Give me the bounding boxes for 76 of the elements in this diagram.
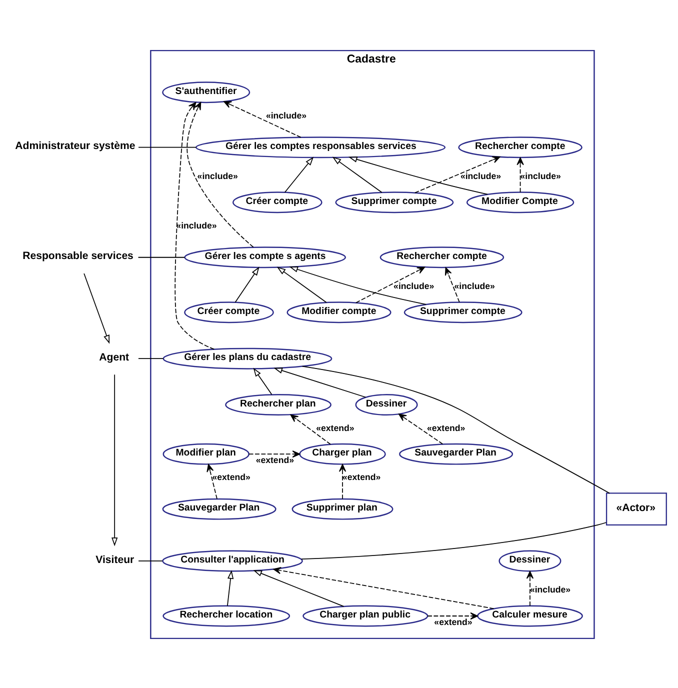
node-ellipse: S'authentifier xyxy=(162,81,250,103)
edge-label: «include» xyxy=(520,170,561,181)
arrow xyxy=(84,272,110,344)
connector xyxy=(138,560,163,561)
arrow xyxy=(248,450,300,458)
arrow xyxy=(234,266,260,302)
arrow xyxy=(186,102,254,248)
edge-label: «include» xyxy=(394,280,434,291)
node-ellipse: Charger plan public xyxy=(302,604,428,626)
node-ellipse: Sauvegarder Plan xyxy=(162,498,276,520)
edge-label: «include» xyxy=(176,220,217,230)
arrow xyxy=(338,464,346,499)
connector xyxy=(138,256,186,258)
arrow xyxy=(253,367,272,394)
arrow xyxy=(289,266,427,304)
arrow xyxy=(427,612,478,620)
arrow xyxy=(356,266,426,303)
arrow xyxy=(414,156,500,193)
arrow xyxy=(332,156,382,192)
node-ellipse: Sauvegarder Plan xyxy=(399,442,514,464)
arrow xyxy=(398,413,444,444)
arrow xyxy=(516,156,524,192)
node-ellipse: Rechercher compte xyxy=(380,246,504,268)
arrow xyxy=(273,566,494,609)
edge-label: «extend» xyxy=(212,472,250,482)
arrow xyxy=(290,414,331,444)
edge-label: «include» xyxy=(266,110,307,120)
edge-label: «extend» xyxy=(427,422,466,432)
edge-label: «include» xyxy=(197,170,238,181)
node-ellipse: Consulter l'application xyxy=(162,550,303,572)
node-ellipse: Gérer les plans du cadastre xyxy=(162,347,332,369)
node-ellipse: Supprimer compte xyxy=(335,191,454,213)
node-ellipse: Rechercher compte xyxy=(458,136,582,158)
node-text: Visiteur xyxy=(96,553,134,566)
arrow xyxy=(206,464,218,499)
arrow xyxy=(226,570,234,606)
node-ellipse: Rechercher plan xyxy=(225,394,332,416)
edge-label: «include» xyxy=(454,280,495,291)
node-box: «Actor» xyxy=(606,492,667,525)
arrow xyxy=(274,367,366,398)
node-ellipse: Modifier plan xyxy=(162,442,250,464)
node-ellipse: Rechercher location xyxy=(162,604,290,626)
node-text: Administrateur système xyxy=(15,140,136,152)
connector xyxy=(138,146,197,148)
arrow xyxy=(444,266,460,302)
connector xyxy=(300,522,607,559)
node-ellipse: Créer compte xyxy=(184,301,274,323)
arrow xyxy=(112,374,118,546)
arrow xyxy=(348,156,488,194)
arrow xyxy=(174,102,215,350)
node-ellipse: Créer compte xyxy=(232,191,322,213)
arrow xyxy=(253,570,344,606)
edge-label: «extend» xyxy=(256,454,294,464)
connector xyxy=(302,365,610,494)
node-ellipse: Gérer les compte s agents xyxy=(184,246,346,268)
edge-label: «include» xyxy=(530,584,571,594)
arrow xyxy=(276,266,327,302)
node-ellipse: Supprimer compte xyxy=(404,301,522,323)
node-ellipse: Calculer mesure xyxy=(477,604,583,626)
node-ellipse: Supprimer plan xyxy=(292,498,394,520)
node-ellipse: Dessiner xyxy=(498,550,562,572)
edge-label: «extend» xyxy=(434,616,472,626)
node-text: Agent xyxy=(99,350,130,363)
arrow xyxy=(284,156,314,192)
node-ellipse: Charger plan xyxy=(299,442,386,464)
edge-label: «include» xyxy=(460,170,502,181)
arrow xyxy=(526,570,534,606)
node-ellipse: Gérer les comptes responsables services xyxy=(196,136,446,158)
node-text: Responsable services xyxy=(22,250,134,262)
edge-label: «extend» xyxy=(316,422,354,432)
arrow xyxy=(224,100,302,138)
node-ellipse: Dessiner xyxy=(355,394,418,416)
connector xyxy=(138,358,164,359)
node-ellipse: Modifier Compte xyxy=(466,191,574,213)
node-ellipse: Modifier compte xyxy=(286,301,392,323)
edge-label: «extend» xyxy=(342,472,381,482)
